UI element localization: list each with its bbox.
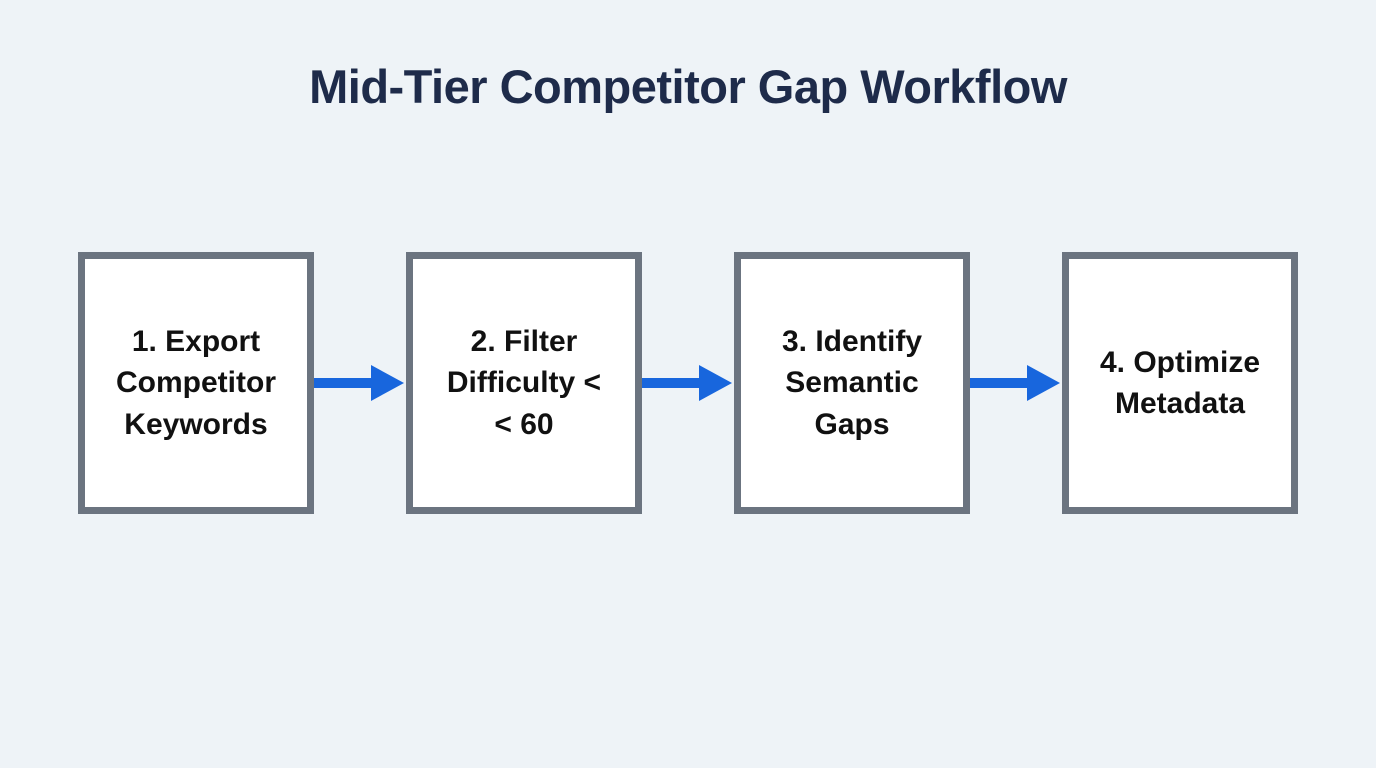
step-box-4: 4. Optimize Metadata [1062, 252, 1298, 515]
arrow-right-icon [642, 363, 734, 403]
workflow-diagram: 1. Export Competitor Keywords 2. Filter … [0, 252, 1376, 515]
step-3-line-3: Gaps [814, 407, 890, 441]
step-4-line-1: 4. Optimize [1099, 345, 1261, 379]
step-3-line-2: Semantic [785, 366, 919, 400]
step-box-1: 1. Export Competitor Keywords [78, 252, 314, 515]
step-3-line-1: 3. Identify [781, 324, 923, 358]
step-4-line-2: Metadata [1114, 387, 1246, 421]
step-label-4: 4. Optimize Metadata [1100, 342, 1260, 425]
step-label-2: 2. Filter Difficulty < < 60 [447, 321, 601, 445]
step-1-line-1: 1. Export [131, 324, 261, 358]
step-2-line-1: 2. Filter [470, 324, 578, 358]
step-1-line-2: Competitor [116, 366, 276, 400]
step-2-line-2: Difficulty < [446, 366, 602, 400]
arrow-right-icon [314, 363, 406, 403]
step-2-line-3: < 60 [494, 407, 554, 441]
step-box-2: 2. Filter Difficulty < < 60 [406, 252, 642, 515]
page-title: Mid-Tier Competitor Gap Workflow [309, 60, 1067, 113]
step-box-3: 3. Identify Semantic Gaps [734, 252, 970, 515]
arrow-right-icon [970, 363, 1062, 403]
step-1-line-3: Keywords [124, 407, 268, 441]
step-label-3: 3. Identify Semantic Gaps [782, 321, 922, 445]
step-label-1: 1. Export Competitor Keywords [116, 321, 276, 445]
